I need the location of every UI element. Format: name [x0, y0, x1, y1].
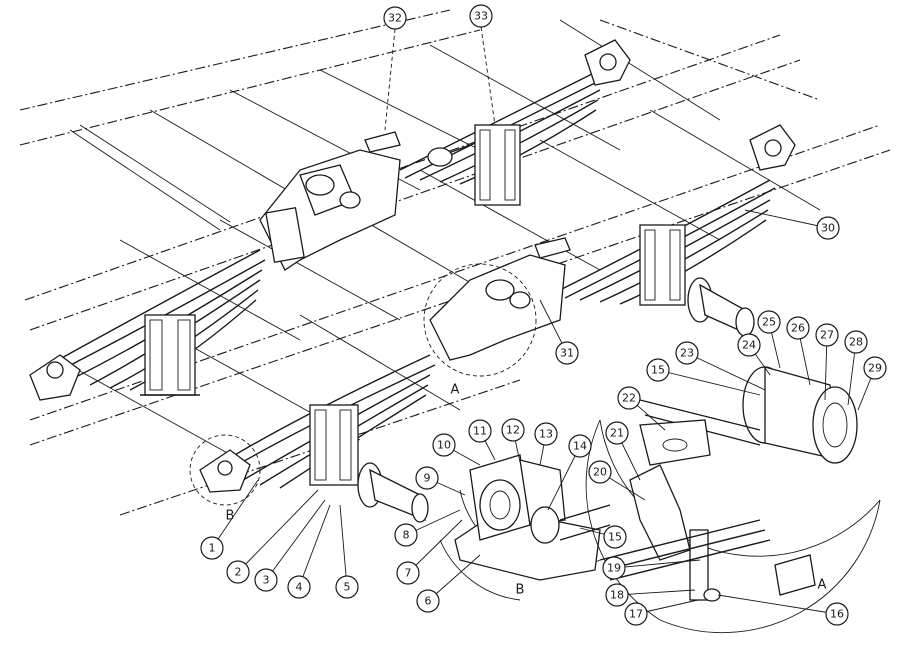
- svg-text:17: 17: [629, 608, 643, 621]
- callout-24: 24: [737, 333, 761, 357]
- svg-text:16: 16: [830, 608, 844, 621]
- detail-b-view-label: B: [516, 583, 525, 598]
- svg-text:20: 20: [593, 466, 607, 479]
- callout-21: 21: [605, 421, 629, 445]
- upper-spring-end-bracket-left: [29, 354, 81, 401]
- callout-3: 3: [254, 568, 278, 592]
- svg-text:18: 18: [610, 589, 624, 602]
- svg-text:8: 8: [403, 529, 410, 542]
- svg-text:15: 15: [608, 531, 622, 544]
- callout-27: 27: [815, 323, 839, 347]
- callout-10: 10: [432, 433, 456, 457]
- callout-7: 7: [396, 561, 420, 585]
- svg-text:9: 9: [424, 472, 431, 485]
- detail-b-small-bracket: [199, 449, 251, 493]
- callout-18: 18: [605, 583, 629, 607]
- callout-15-b: 15: [603, 525, 627, 549]
- svg-text:12: 12: [506, 424, 520, 437]
- callout-14: 14: [568, 434, 592, 458]
- detail-a-view: [585, 366, 881, 634]
- svg-text:19: 19: [607, 562, 621, 575]
- lower-u-bolt-clamp-left: [309, 404, 359, 486]
- callout-4: 4: [287, 575, 311, 599]
- svg-text:21: 21: [610, 427, 624, 440]
- svg-text:29: 29: [868, 362, 882, 375]
- lower-hub-right: [687, 277, 755, 337]
- lower-equalizer-bracket: [429, 237, 571, 361]
- svg-text:11: 11: [473, 425, 487, 438]
- svg-text:6: 6: [425, 595, 432, 608]
- callout-13: 13: [534, 422, 558, 446]
- svg-text:4: 4: [296, 581, 303, 594]
- svg-text:13: 13: [539, 428, 553, 441]
- callout-30: 30: [816, 216, 840, 240]
- upper-axle-tube: [427, 144, 471, 167]
- svg-text:26: 26: [791, 322, 805, 335]
- callout-2: 2: [226, 560, 250, 584]
- callout-9: 9: [415, 466, 439, 490]
- callout-33: 33: [469, 4, 493, 28]
- lower-hub-left: [357, 462, 429, 523]
- callout-8: 8: [394, 523, 418, 547]
- upper-u-bolt-clamp-right: [474, 124, 521, 206]
- svg-text:28: 28: [849, 336, 863, 349]
- svg-text:31: 31: [560, 347, 574, 360]
- detail-a-main-label: A: [451, 383, 460, 398]
- svg-text:5: 5: [344, 581, 351, 594]
- callout-17: 17: [624, 602, 648, 626]
- svg-text:2: 2: [235, 566, 242, 579]
- callouts: 1 2 3 4 5 6 7 8 9 10 11 12 13 14 15 15 1…: [200, 4, 887, 626]
- lower-spring-end-bracket-right: [749, 124, 796, 171]
- svg-text:10: 10: [437, 439, 451, 452]
- callout-6: 6: [416, 589, 440, 613]
- callout-29: 29: [863, 356, 887, 380]
- upper-equalizer-bracket: [259, 131, 401, 271]
- callout-31: 31: [555, 341, 579, 365]
- svg-text:25: 25: [762, 316, 776, 329]
- callout-23: 23: [675, 341, 699, 365]
- svg-text:15: 15: [651, 364, 665, 377]
- svg-text:1: 1: [209, 542, 216, 555]
- svg-text:14: 14: [573, 440, 587, 453]
- svg-text:32: 32: [388, 12, 402, 25]
- detail-b-main-label: B: [226, 509, 235, 524]
- svg-text:7: 7: [405, 567, 412, 580]
- detail-b-view: [439, 454, 611, 601]
- svg-text:22: 22: [622, 392, 636, 405]
- callout-32: 32: [383, 6, 407, 30]
- callout-11: 11: [468, 419, 492, 443]
- callout-19: 19: [602, 556, 626, 580]
- callout-26: 26: [786, 316, 810, 340]
- callout-20: 20: [588, 460, 612, 484]
- svg-text:27: 27: [820, 329, 834, 342]
- upper-spring-end-bracket-right: [584, 39, 631, 86]
- svg-text:23: 23: [680, 347, 694, 360]
- detail-b-reference-circle: [189, 434, 261, 506]
- detail-a-view-label: A: [818, 578, 827, 593]
- callout-16: 16: [825, 602, 849, 626]
- callout-1: 1: [200, 536, 224, 560]
- callout-5: 5: [335, 575, 359, 599]
- svg-text:24: 24: [742, 339, 756, 352]
- upper-u-bolt-clamp-left: [140, 314, 200, 396]
- lower-u-bolt-clamp-right: [639, 224, 686, 306]
- detail-a-reference-circle: [423, 263, 537, 377]
- svg-text:30: 30: [821, 222, 835, 235]
- callout-12: 12: [501, 418, 525, 442]
- callout-22: 22: [617, 386, 641, 410]
- callout-25: 25: [757, 310, 781, 334]
- svg-text:33: 33: [474, 10, 488, 23]
- callout-28: 28: [844, 330, 868, 354]
- svg-text:3: 3: [263, 574, 270, 587]
- callout-15-a: 15: [646, 358, 670, 382]
